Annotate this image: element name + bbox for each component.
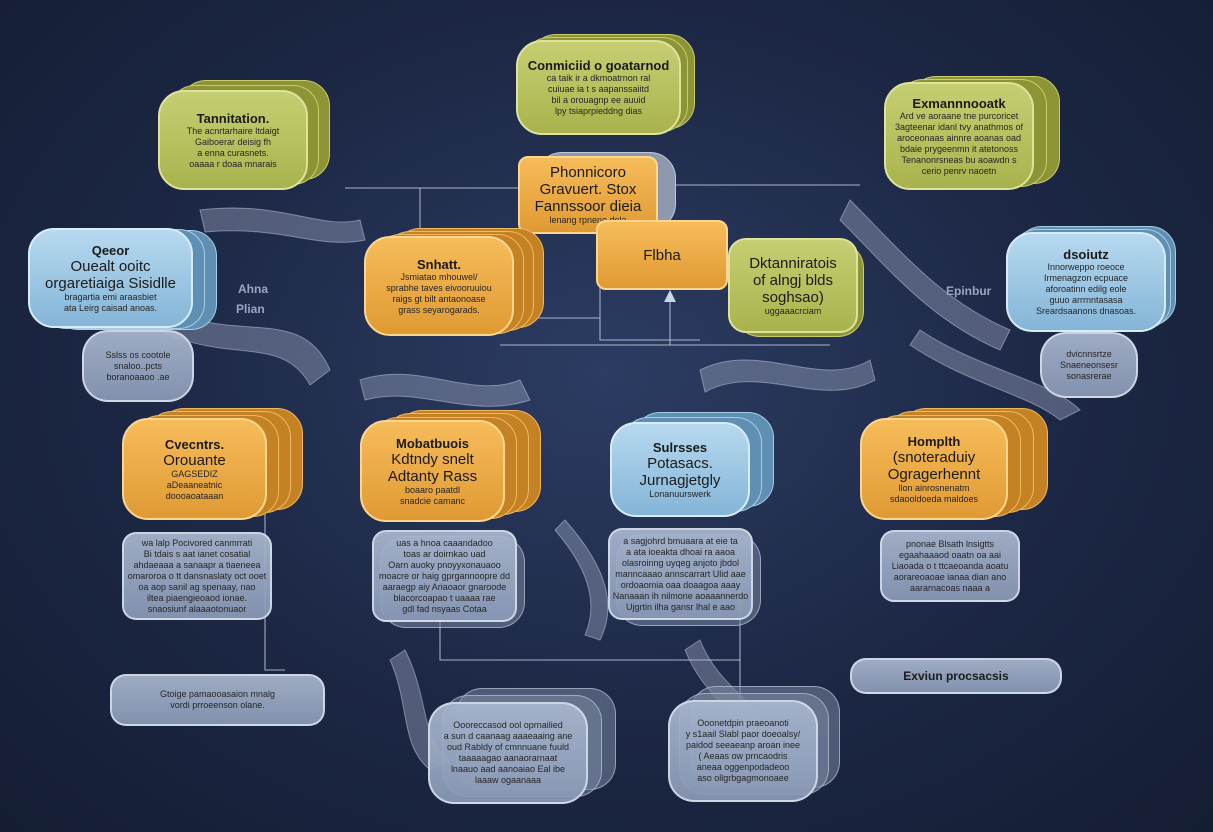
node-title: dsoiutz	[1063, 247, 1109, 262]
connector-line	[264, 455, 285, 671]
node-title: Homplth	[907, 433, 961, 449]
node-left-blue[interactable]: Qeeor Ouealt ooitc orgaretiaiga Sisidlle…	[28, 228, 217, 330]
label-ahna: Ahna	[238, 282, 268, 296]
ribbon-shape	[554, 519, 609, 641]
node-top-right[interactable]: Exmannnooatk Ard ve aoraane tne purcoric…	[884, 76, 1060, 190]
node-title: Tannitation.	[196, 110, 270, 126]
node-title: Conmiciid o goatarnod	[527, 58, 670, 73]
node-row2-blue[interactable]: Sulrsses Potasacs. Jurnagjetgly Lonanuur…	[610, 412, 774, 517]
node-center-fin[interactable]: Flbha	[596, 220, 728, 290]
node-row2-orange-1[interactable]: Cvecntrs. Orouante GAGSEDIZ aDeaaneatnic…	[122, 408, 303, 520]
node-bottom-grey-1[interactable]: Oooreccasod ool oprnailied a sun d caana…	[428, 688, 616, 804]
node-row2-orange-3[interactable]: Homplth (snoteraduiy Ogragerhennt llon a…	[860, 408, 1048, 520]
node-title: Sulrsses	[652, 439, 708, 455]
node-top-left[interactable]: Tannitation. The acnrtarhaire ltdaigt Ga…	[158, 80, 330, 190]
node-title: Exviun procsacsis	[903, 668, 1009, 683]
arrowhead-icon	[664, 290, 676, 302]
node-row2-orange-2[interactable]: Mobatbuois Kdtndy snelt Adtanty Rass boa…	[360, 410, 541, 522]
label-epinbur: Epinbur	[946, 284, 992, 298]
ribbon-shape	[909, 329, 1081, 421]
node-row3-grey-3[interactable]: a sagjohrd bmuaara at eie ta a ata ioeak…	[608, 528, 761, 626]
node-bottom-left-pill[interactable]: Gtoige pamaooasaion mnalg vordi prroeens…	[110, 674, 325, 726]
label-plian: Plian	[236, 302, 265, 316]
node-title: Snhatt.	[416, 256, 462, 272]
node-center-right[interactable]: Dktanniratois of alngj blds soghsao) ugg…	[728, 238, 864, 337]
node-top-center[interactable]: Conmiciid o goatarnod ca taik ir a dkmoa…	[516, 34, 695, 135]
ribbon-shape	[199, 207, 366, 243]
node-left-grey-small[interactable]: Sslss os cootole snaloo..pcts boranoaaoo…	[82, 330, 194, 402]
ribbon-shape	[359, 373, 531, 407]
node-center-orange-1[interactable]: Snhatt. Jsmiatao mhouwel/ sprabhe taves …	[364, 228, 544, 336]
node-row3-grey-4[interactable]: pnonae Blsath lnsigtts egaahaaaod oaatn …	[880, 530, 1020, 602]
node-bottom-right-pill[interactable]: Exviun procsacsis	[850, 658, 1062, 694]
node-center-top[interactable]: Phonnicoro Gravuert. Stox Fannssoor diei…	[518, 152, 676, 234]
node-right-blue[interactable]: dsoiutz Innorweppo roeoce Irmenagzon ecp…	[1006, 226, 1176, 332]
node-title: Qeeor	[91, 242, 130, 258]
node-row3-grey-1[interactable]: wa lalp Pocivored canmrrati Bi tdais s a…	[122, 532, 272, 620]
ribbon-shape	[839, 199, 1011, 351]
node-row3-grey-2[interactable]: uas a hnoa caaandadoo toas ar doirnkao u…	[372, 530, 525, 628]
node-bottom-grey-2[interactable]: Ooonetdpin praeoanoti y s1aail Slabl pao…	[668, 686, 840, 802]
node-title: Cvecntrs.	[164, 436, 225, 452]
node-title: Exmannnooatk	[912, 95, 1006, 111]
node-title: Mobatbuois	[396, 435, 469, 451]
node-right-grey-small[interactable]: dvicnnsrtze Snaeneonsesr sonasrerae	[1040, 332, 1138, 398]
ribbon-shape	[699, 359, 876, 393]
